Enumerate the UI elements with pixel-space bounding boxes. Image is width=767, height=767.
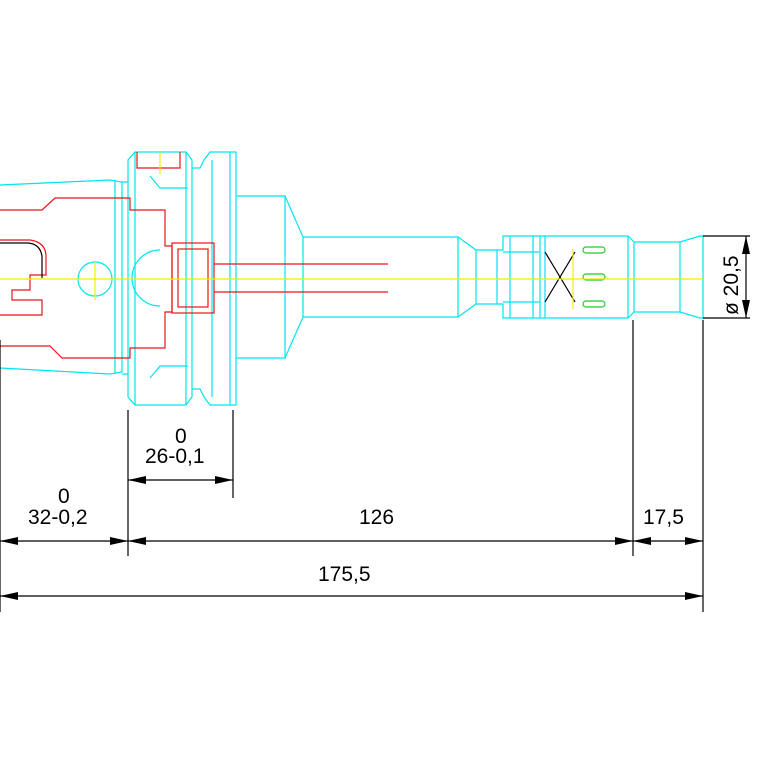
dim-175-5-value: 175,5 bbox=[318, 563, 371, 586]
dim-26-tolerance-upper: 0 bbox=[175, 425, 187, 448]
dim-26-value: 26-0,1 bbox=[145, 445, 205, 468]
dim-17-5-value: 17,5 bbox=[643, 506, 684, 529]
dim-32-value: 32-0,2 bbox=[28, 506, 88, 529]
dimension-texts: 0 32-0,2 0 26-0,1 126 17,5 175,5 ø 20,5 bbox=[28, 255, 743, 586]
center-lines bbox=[0, 152, 703, 309]
coolant-slots bbox=[582, 246, 606, 308]
dim-diameter-20-5-value: ø 20,5 bbox=[720, 255, 743, 315]
dim-126-value: 126 bbox=[359, 506, 394, 529]
dimension-lines bbox=[0, 235, 750, 612]
dim-32-tolerance-upper: 0 bbox=[58, 485, 70, 508]
black-details bbox=[0, 242, 576, 303]
